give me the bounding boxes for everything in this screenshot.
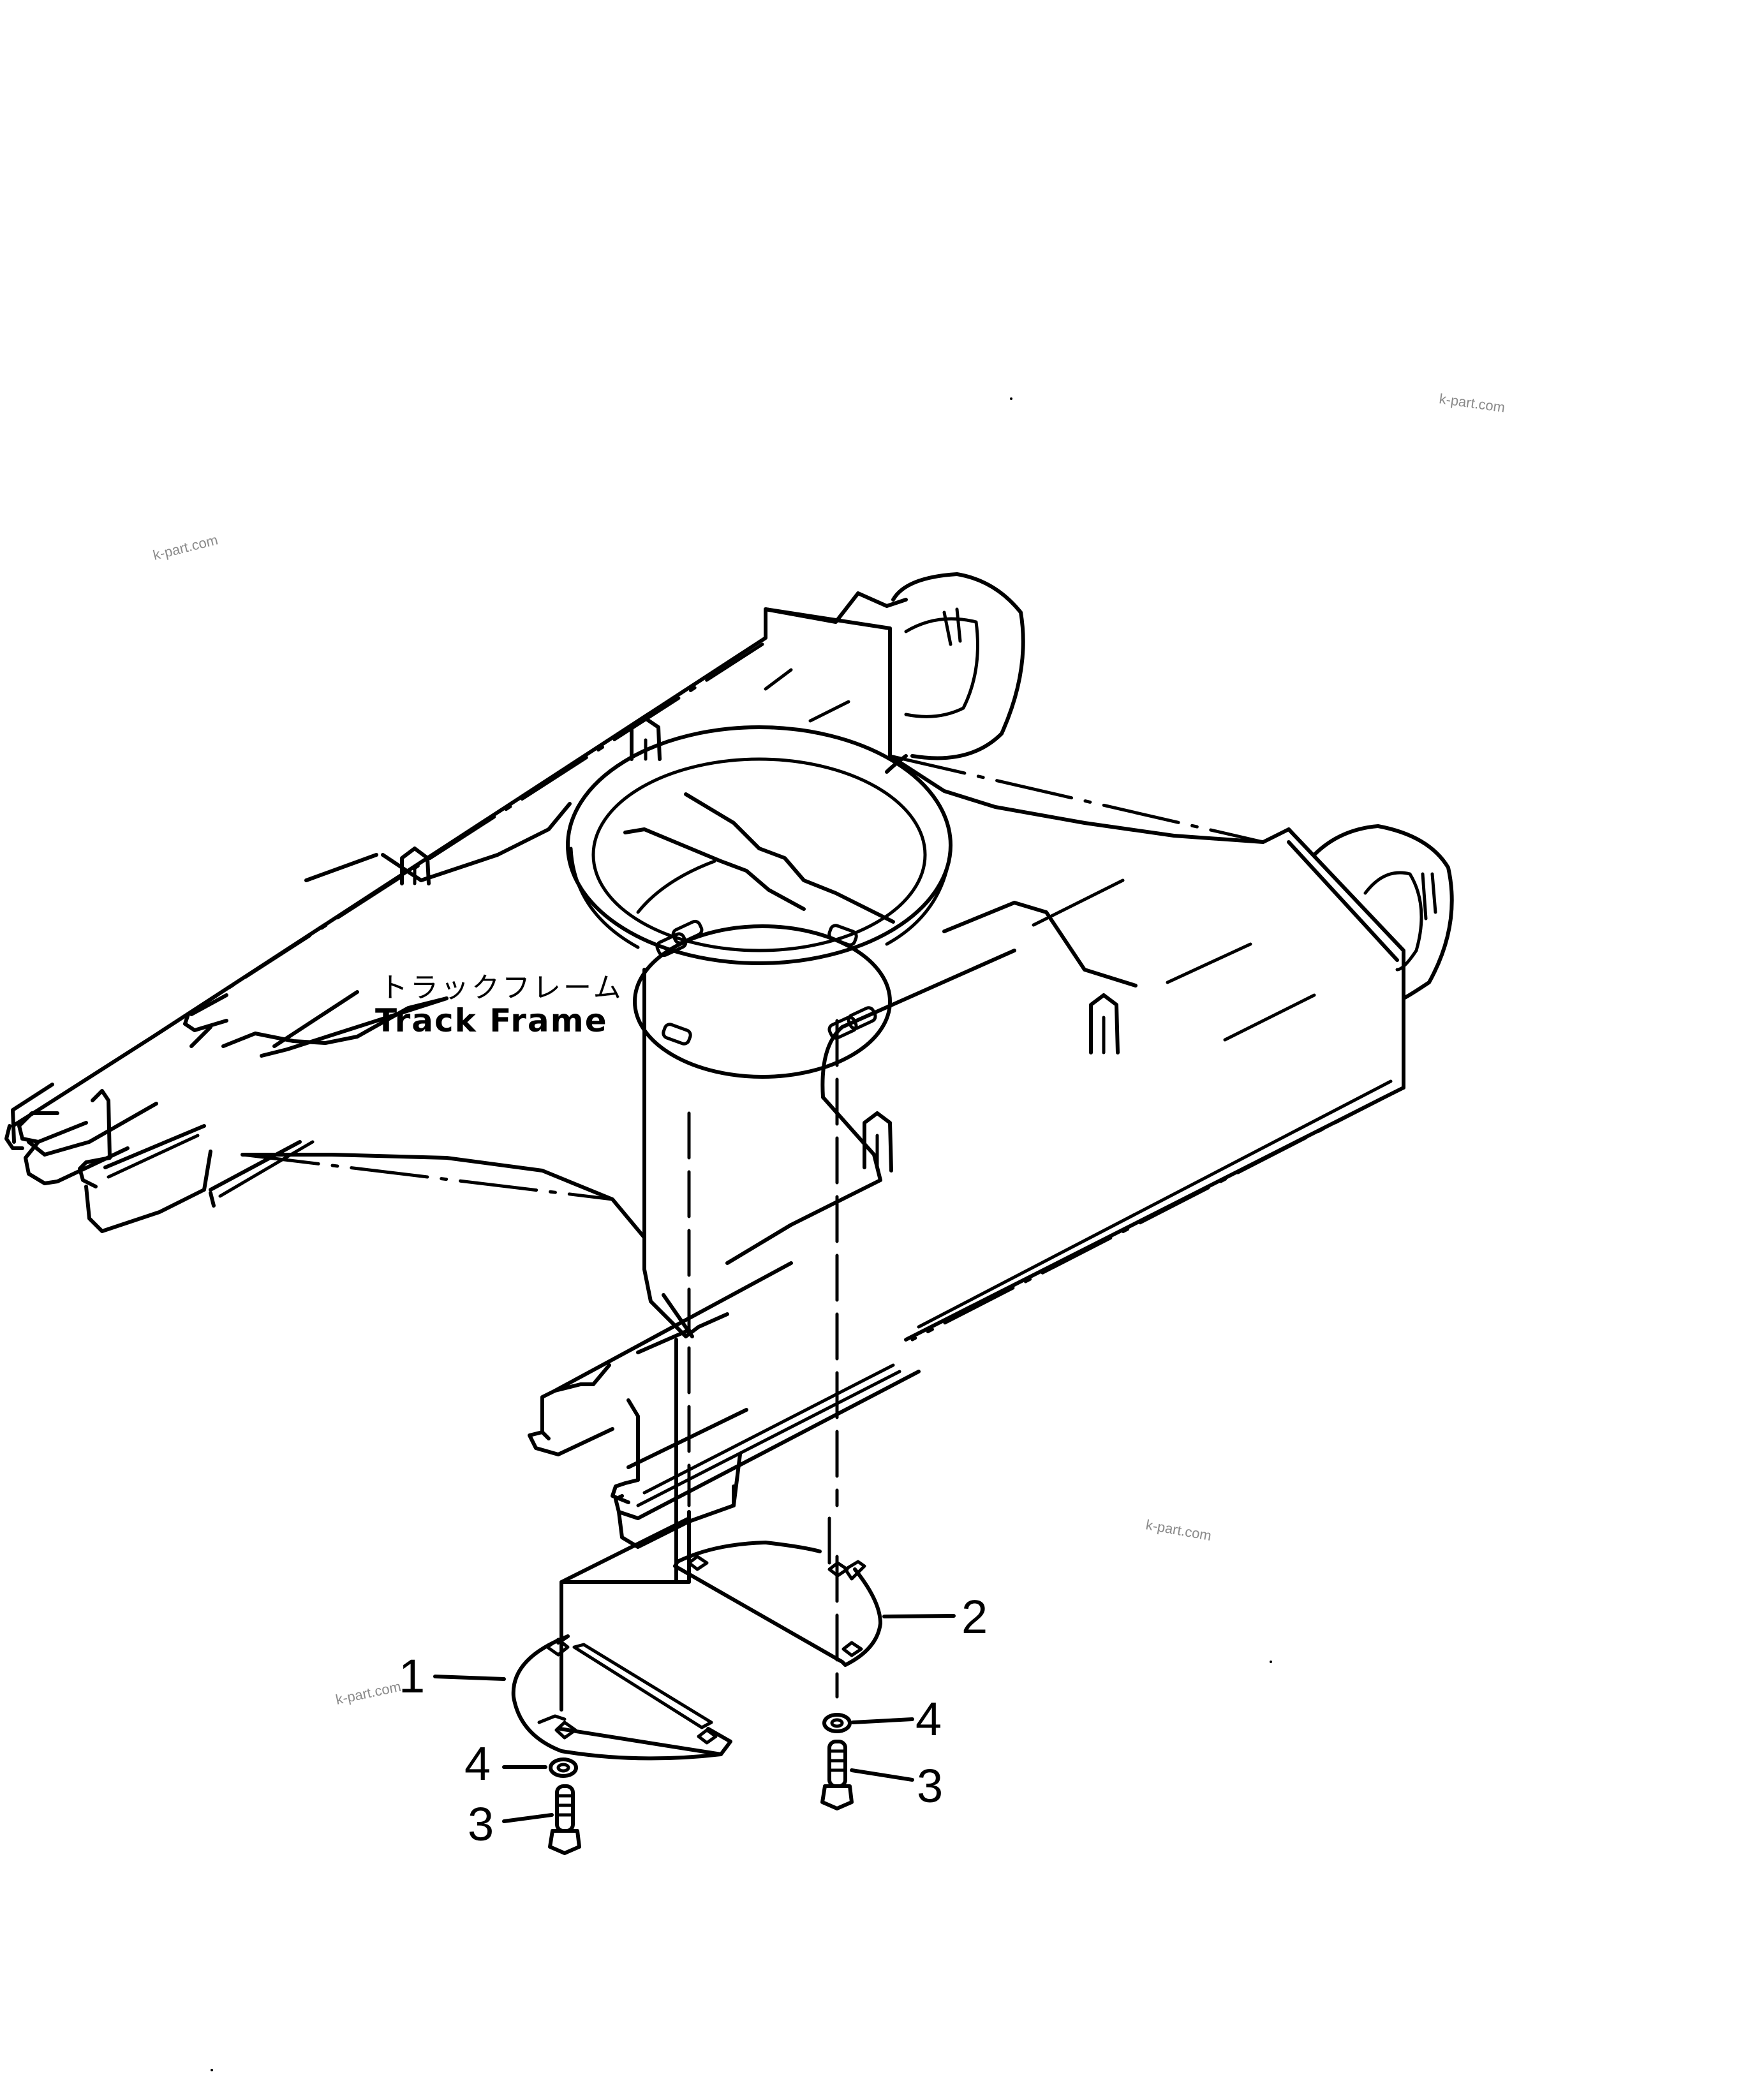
leader-4-right [851,1717,914,1724]
leader-3-left [502,1813,554,1823]
part-3-bolt-left [548,1784,581,1855]
watermark: k-part.com [334,1678,403,1708]
track-frame-label-en: Track Frame [375,1002,608,1039]
mount-hole [545,1638,718,1745]
part-1-cover-left [511,1634,732,1761]
scan-speck [211,2069,213,2071]
leader-1 [433,1675,506,1681]
watermark: k-part.com [151,531,219,563]
track-frame-label-jp: トラックフレーム [380,972,624,1004]
callout-4-right: 4 [915,1692,942,1745]
scan-speck [1010,397,1012,400]
callout-3-left: 3 [468,1798,494,1851]
track-frame-drawing [4,572,1454,1603]
watermark: k-part.com [1145,1516,1213,1544]
callout-1: 1 [399,1650,425,1703]
scan-speck [1270,1661,1272,1663]
callout-2: 2 [961,1590,988,1643]
callout-4-left: 4 [464,1737,491,1790]
leader-2 [882,1614,956,1618]
part-2-cover-right [673,1541,882,1667]
part-3-bolt-right [820,1740,854,1810]
callout-3-right: 3 [917,1759,943,1812]
exploded-parts [433,1019,956,1855]
leader-3-right [850,1768,914,1782]
part-4-washer-left [549,1757,578,1778]
part-4-washer-right [822,1713,852,1733]
watermark: k-part.com [1438,390,1506,415]
